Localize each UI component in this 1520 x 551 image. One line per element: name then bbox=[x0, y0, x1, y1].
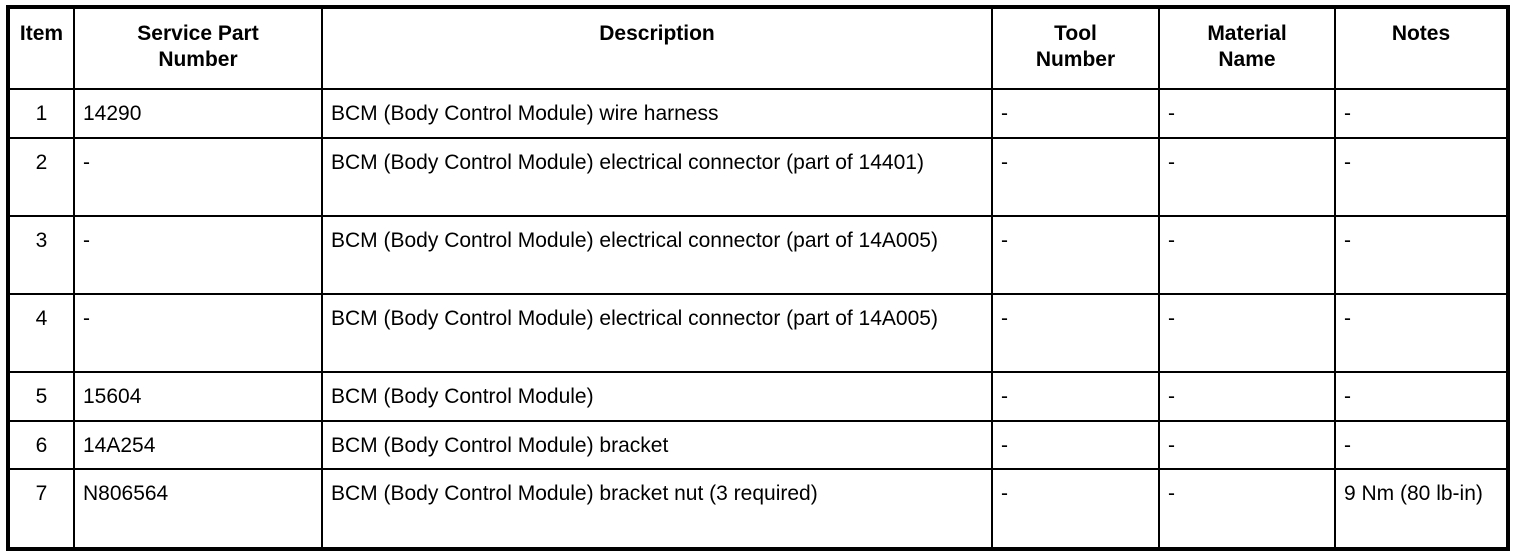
cell-notes: - bbox=[1335, 421, 1508, 470]
cell-item: 5 bbox=[8, 372, 75, 422]
cell-tool-number: - bbox=[992, 138, 1160, 217]
cell-description: BCM (Body Control Module) electrical con… bbox=[322, 294, 993, 373]
cell-notes: - bbox=[1335, 138, 1508, 217]
table-body: 1 14290 BCM (Body Control Module) wire h… bbox=[8, 89, 1508, 549]
cell-material-name: - bbox=[1159, 294, 1336, 373]
cell-service-part-number: 14A254 bbox=[74, 421, 323, 470]
cell-item: 4 bbox=[8, 294, 75, 373]
cell-material-name: - bbox=[1159, 421, 1336, 470]
column-header-item: Item bbox=[8, 7, 75, 90]
cell-tool-number: - bbox=[992, 469, 1160, 549]
cell-item: 1 bbox=[8, 89, 75, 139]
cell-item: 7 bbox=[8, 469, 75, 549]
cell-material-name: - bbox=[1159, 372, 1336, 422]
table-row: 6 14A254 BCM (Body Control Module) brack… bbox=[8, 421, 1508, 470]
cell-material-name: - bbox=[1159, 216, 1336, 295]
header-row: Item Service Part Number Description Too… bbox=[8, 7, 1508, 90]
cell-service-part-number: - bbox=[74, 294, 323, 373]
cell-description: BCM (Body Control Module) bracket bbox=[322, 421, 993, 470]
cell-description: BCM (Body Control Module) wire harness bbox=[322, 89, 993, 139]
column-header-description: Description bbox=[322, 7, 993, 90]
table-row: 4 - BCM (Body Control Module) electrical… bbox=[8, 294, 1508, 373]
column-header-tool-number: Tool Number bbox=[992, 7, 1160, 90]
column-header-material-name-line1: Material bbox=[1207, 22, 1287, 45]
cell-service-part-number: 14290 bbox=[74, 89, 323, 139]
cell-material-name: - bbox=[1159, 89, 1336, 139]
cell-tool-number: - bbox=[992, 89, 1160, 139]
column-header-material-name-line2: Name bbox=[1218, 48, 1276, 71]
table-row: 1 14290 BCM (Body Control Module) wire h… bbox=[8, 89, 1508, 139]
cell-material-name: - bbox=[1159, 138, 1336, 217]
column-header-service-part-number-line2: Number bbox=[158, 48, 238, 71]
column-header-notes: Notes bbox=[1335, 7, 1508, 90]
cell-service-part-number: - bbox=[74, 138, 323, 217]
cell-item: 3 bbox=[8, 216, 75, 295]
cell-tool-number: - bbox=[992, 216, 1160, 295]
cell-service-part-number: 15604 bbox=[74, 372, 323, 422]
column-header-service-part-number-line1: Service Part bbox=[137, 22, 259, 45]
cell-description: BCM (Body Control Module) electrical con… bbox=[322, 138, 993, 217]
column-header-tool-number-line2: Number bbox=[1035, 48, 1116, 71]
column-header-service-part-number: Service Part Number bbox=[74, 7, 323, 90]
cell-tool-number: - bbox=[992, 294, 1160, 373]
cell-item: 2 bbox=[8, 138, 75, 217]
cell-description: BCM (Body Control Module) bracket nut (3… bbox=[322, 469, 993, 549]
cell-description: BCM (Body Control Module) bbox=[322, 372, 993, 422]
cell-notes: - bbox=[1335, 216, 1508, 295]
cell-material-name: - bbox=[1159, 469, 1336, 549]
table-row: 2 - BCM (Body Control Module) electrical… bbox=[8, 138, 1508, 217]
cell-notes: - bbox=[1335, 372, 1508, 422]
cell-tool-number: - bbox=[992, 421, 1160, 470]
cell-notes: - bbox=[1335, 294, 1508, 373]
table-row: 3 - BCM (Body Control Module) electrical… bbox=[8, 216, 1508, 295]
cell-notes: - bbox=[1335, 89, 1508, 139]
column-header-material-name: Material Name bbox=[1159, 7, 1336, 90]
cell-item: 6 bbox=[8, 421, 75, 470]
cell-service-part-number: - bbox=[74, 216, 323, 295]
table-row: 7 N806564 BCM (Body Control Module) brac… bbox=[8, 469, 1508, 549]
cell-tool-number: - bbox=[992, 372, 1160, 422]
column-header-tool-number-line1: Tool bbox=[1054, 22, 1097, 45]
cell-notes: 9 Nm (80 lb-in) bbox=[1335, 469, 1508, 549]
cell-description: BCM (Body Control Module) electrical con… bbox=[322, 216, 993, 295]
table-row: 5 15604 BCM (Body Control Module) - - - bbox=[8, 372, 1508, 422]
table-header: Item Service Part Number Description Too… bbox=[8, 7, 1508, 90]
cell-service-part-number: N806564 bbox=[74, 469, 323, 549]
service-parts-table: Item Service Part Number Description Too… bbox=[6, 5, 1510, 551]
